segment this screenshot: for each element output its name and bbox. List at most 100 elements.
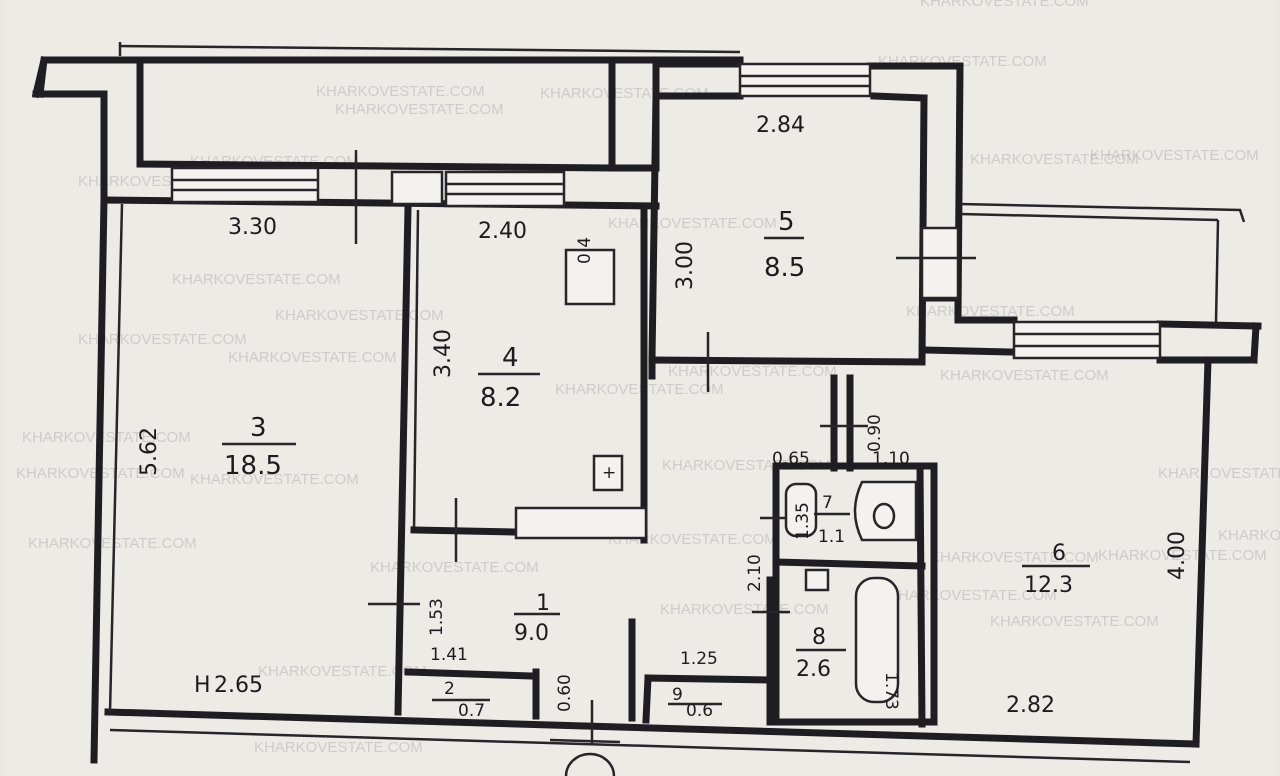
dim-0-60: 0.60 [555, 674, 575, 712]
stove-label: 0 4 [575, 237, 595, 264]
partition-inner-line [412, 209, 420, 531]
watermark-text: KHARKOVESTATE.COM [1090, 147, 1259, 164]
room9-top-wall [644, 674, 774, 684]
loggia-left-edge [36, 56, 48, 98]
dim-1-35: 1.35 [793, 502, 813, 540]
watermark-text: KHARKOVESTATE.COM [660, 601, 829, 618]
compass-arc [564, 752, 616, 776]
room-5-number: 5 [778, 207, 795, 237]
bathtub [854, 576, 900, 704]
window-pier [390, 170, 444, 206]
room-1-area: 9.0 [514, 621, 549, 646]
watermark-text: KHARKOVESTATE.COM [275, 307, 444, 324]
watermark-text: KHARKOVESTATE.COM [888, 587, 1057, 604]
watermark-text: KHARKOVESTATE.COM [22, 429, 191, 446]
window-room6 [1012, 320, 1162, 360]
room-5-area: 8.5 [764, 253, 805, 283]
watermark-text: KHARKOVESTATE.COM [254, 739, 423, 756]
watermark-text: KHARKOVESTATE.COM [970, 151, 1139, 168]
dim-0-65: 0.65 [772, 449, 810, 469]
room6-top-inner [920, 346, 1016, 356]
partition-room3-room4 [394, 204, 412, 716]
watermark-text: KHARKOVESTATE.COM [78, 331, 247, 348]
room-6-number: 6 [1052, 541, 1066, 566]
room2-top-wall [404, 668, 536, 680]
watermark-text: KHARKOVESTATE.COM [258, 663, 427, 680]
dim-3-40: 3.40 [431, 329, 456, 378]
loggia-inner-wall [136, 58, 616, 172]
bath-block-outer [772, 462, 938, 726]
room5-top-inner-right [870, 92, 928, 102]
room5-bottom-wall [648, 356, 926, 366]
left-inner-line [108, 203, 124, 713]
riser-label: + [602, 463, 616, 483]
room-6-area: 12.3 [1024, 573, 1073, 598]
sink-drain [872, 502, 896, 530]
watermark-text: KHARKOVESTATE.COM [228, 349, 397, 366]
room-4-area: 8.2 [480, 383, 521, 413]
balcony-line-top [959, 202, 1246, 223]
room9-left-wall [642, 674, 652, 724]
room-2-number: 2 [444, 679, 455, 699]
bottom-outer-wall [104, 708, 1200, 748]
watermark-text: KHARKOVESTATE.COM [28, 535, 197, 552]
wc-riser-box [804, 568, 830, 592]
room-9-number: 9 [672, 685, 683, 705]
watermark-text: KHARKOVESTATE.COM [906, 303, 1075, 320]
watermark-text: KHARKOVESTATE.COM [920, 0, 1089, 10]
watermark-text: KHARKOVESTATE.COM [190, 471, 359, 488]
room-3-number: 3 [250, 413, 267, 443]
toilet [784, 482, 818, 538]
watermark-text: KHARKOVESTATE.COM [930, 549, 1099, 566]
door-marks [354, 150, 976, 744]
watermark-text: KHARKOVESTATE.COM [1098, 547, 1267, 564]
dim-1-53: 1.53 [427, 598, 447, 636]
paper-sheet [5, 0, 1275, 776]
watermark-text: KHARKOVESTATE.COM [990, 613, 1159, 630]
dim-1-25: 1.25 [680, 649, 718, 669]
room-7-number: 7 [822, 493, 833, 513]
watermark-text: KHARKOVESTATE.COM [668, 363, 837, 380]
dim-1-10: 1.10 [872, 449, 910, 469]
dim-5-62: 5.62 [137, 427, 162, 476]
watermark-text: KHARKOVESTATE.COM [316, 83, 485, 100]
room-9-area: 0.6 [686, 701, 713, 721]
dim-2-65: 2.65 [214, 673, 263, 698]
dim-2-40: 2.40 [478, 219, 527, 244]
top-outer-line [119, 44, 741, 54]
dim-3-00: 3.00 [673, 241, 698, 290]
balcony-line-inner [959, 212, 1219, 222]
bath-right-wall [916, 464, 926, 728]
room-8-number: 8 [812, 625, 826, 650]
watermark-text: KHARKOVESTATE.COM [1158, 465, 1280, 482]
door-mark [549, 738, 621, 744]
dim-0-90: 0.90 [865, 414, 885, 452]
windows [170, 62, 1162, 360]
room-2-area: 0.7 [458, 701, 485, 721]
room-7-area: 1.1 [818, 527, 845, 547]
bottom-outer-line [109, 728, 1191, 764]
window-kitchen [444, 170, 566, 208]
room6-top-right [1156, 320, 1262, 330]
watermark-text: KHARKOVESTATE.COM [172, 271, 341, 288]
bath-wc-divider [772, 558, 926, 570]
dim-1-73: 1.73 [881, 672, 901, 710]
fixtures: 0 4 + [564, 237, 918, 776]
dim-2-84: 2.84 [756, 113, 805, 138]
room-labels: 1 9.0 2 0.7 3 18.5 4 8.2 5 8.5 6 12.3 7 … [222, 207, 1090, 721]
window-room5 [738, 62, 872, 98]
watermarks: KHARKOVESTATE.COM KHARKOVESTATE.COM KHAR… [16, 0, 1280, 756]
watermark-text: KHARKOVESTATE.COM [555, 381, 724, 398]
window-room3 [170, 166, 320, 204]
stove [564, 248, 616, 306]
watermark-text: KHARKOVESTATE.COM [1218, 527, 1280, 544]
room-8-area: 2.6 [796, 657, 831, 682]
watermark-text: KHARKOVESTATE.COM [662, 457, 831, 474]
dim-3-30: 3.30 [228, 215, 277, 240]
window-room5-side [920, 226, 960, 300]
watermark-text: KHARKOVESTATE.COM [940, 367, 1109, 384]
watermark-text: KHARKOVESTATE.COM [608, 215, 777, 232]
watermark-text: KHARKOVESTATE.COM [608, 531, 777, 548]
dim-height-prefix: H [194, 673, 211, 698]
